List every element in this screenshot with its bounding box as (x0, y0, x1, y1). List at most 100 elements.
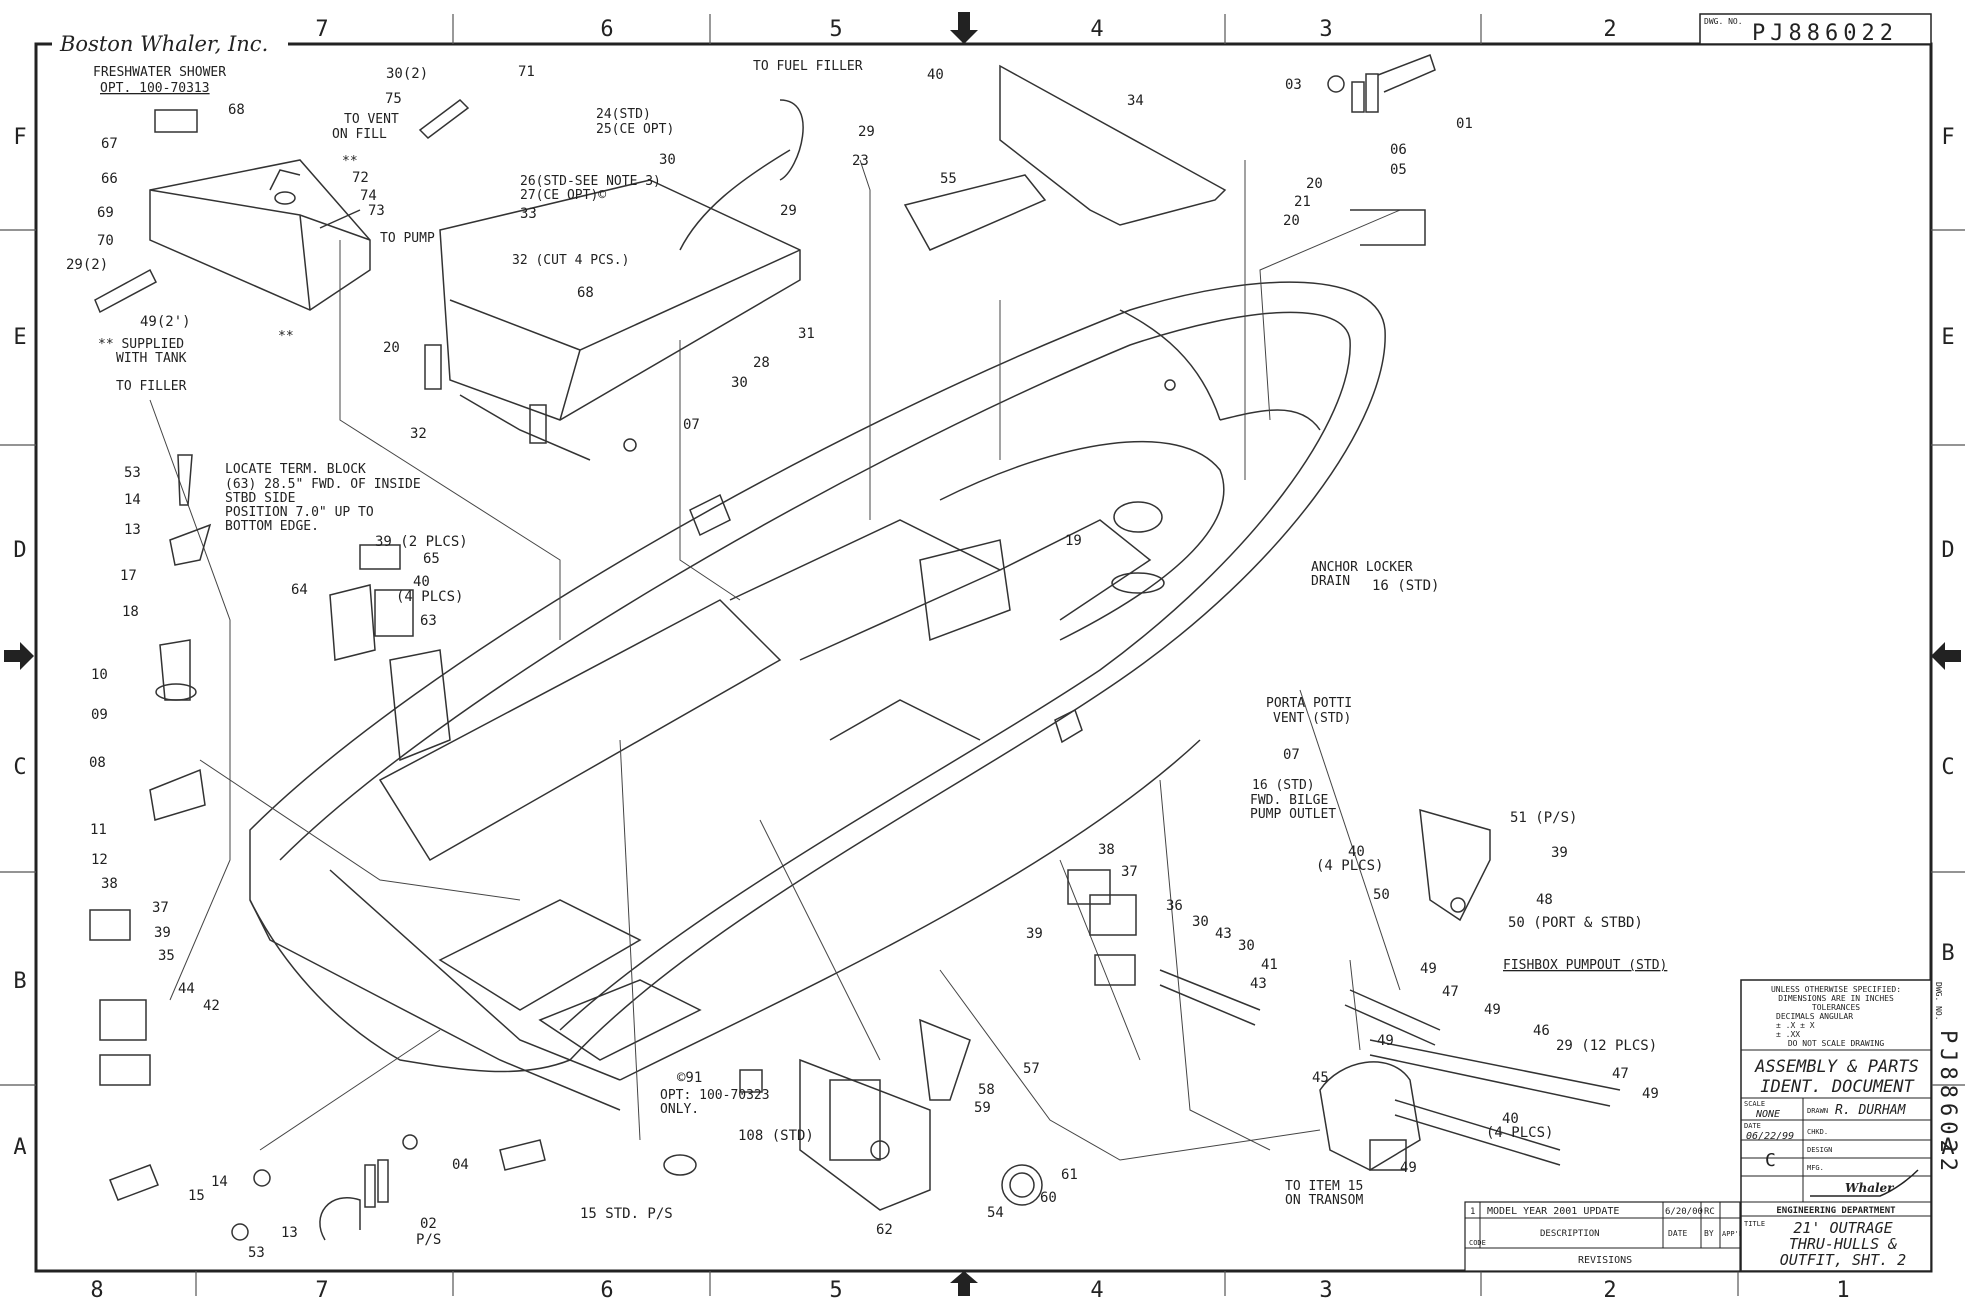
callout-label: 66 (101, 171, 118, 187)
callout-label: 10 (91, 667, 108, 683)
scale-label: SCALE (1744, 1100, 1765, 1108)
tolerance-note: ± .X ± X (1776, 1021, 1815, 1030)
callout-label: 14 (211, 1174, 228, 1190)
callout-label: 13 (281, 1225, 298, 1241)
callout-label: 11 (90, 822, 107, 838)
company-name: Boston Whaler, Inc. (59, 32, 268, 56)
callout-label: ©91 (677, 1070, 702, 1086)
tolerance-note: DECIMALS ANGULAR (1776, 1012, 1853, 1021)
callout-label: 07 (683, 417, 700, 433)
callout-label: 61 (1061, 1167, 1078, 1183)
callout-label: 09 (91, 707, 108, 723)
rev-header: DESCRIPTION (1540, 1229, 1600, 1239)
zone-label: 5 (829, 1278, 842, 1303)
rev-code: 1 (1470, 1207, 1475, 1217)
callout-label: 29 (12 PLCS) (1556, 1038, 1657, 1054)
zone-label: E (13, 325, 26, 350)
dwg-number-label: DWG. NO. (1704, 17, 1743, 26)
zone-label: 6 (600, 1278, 613, 1303)
callout-label: BOTTOM EDGE. (225, 519, 319, 534)
callout-label: ** SUPPLIED (98, 337, 184, 352)
callout-label: 70 (97, 233, 114, 249)
callout-label: 71 (518, 64, 535, 80)
zone-label: 1 (1836, 1278, 1849, 1303)
drawing-title: THRU-HULLS & (1789, 1235, 1897, 1253)
tolerance-note: ± .XX (1776, 1030, 1800, 1039)
drawing-title: 21' OUTRAGE (1793, 1219, 1892, 1237)
callout-label: 28 (753, 355, 770, 371)
zone-label: D (13, 538, 26, 563)
callout-label: 59 (974, 1100, 991, 1116)
callout-label: 16 (STD) (1252, 778, 1315, 793)
callout-label: 20 (1306, 176, 1323, 192)
callout-label: 19 (1065, 533, 1082, 549)
tolerance-note: UNLESS OTHERWISE SPECIFIED: (1771, 985, 1901, 994)
callout-label: P/S (416, 1232, 441, 1248)
callout-label: STBD SIDE (225, 491, 295, 506)
callout-label: 25(CE OPT) (596, 122, 674, 137)
callout-label: 17 (120, 568, 137, 584)
callout-label: 39 (1551, 845, 1568, 861)
callout-label: FWD. BILGE (1250, 793, 1328, 808)
callout-label: 41 (1261, 957, 1278, 973)
callout-label: 30 (1238, 938, 1255, 954)
callout-label: 49 (1484, 1002, 1501, 1018)
callout-label: 40 (413, 574, 430, 590)
zone-label: 7 (315, 1278, 328, 1303)
side-dwg-value: PJ886022 (1935, 1030, 1960, 1176)
callout-label: 49 (1400, 1160, 1417, 1176)
callout-label: 49 (1377, 1033, 1394, 1049)
callout-label: ** (342, 154, 358, 169)
callout-label: 29 (858, 124, 875, 140)
callout-label: ONLY. (660, 1102, 699, 1117)
title-label: TITLE (1744, 1220, 1765, 1228)
callout-label: 68 (228, 102, 245, 118)
callout-label: 13 (124, 522, 141, 538)
zone-ticks (0, 14, 1965, 1296)
callout-label: VENT (STD) (1273, 711, 1351, 726)
callout-label: 27(CE OPT)© (520, 188, 606, 203)
zone-label: 4 (1090, 1278, 1103, 1303)
date-label: DATE (1744, 1122, 1761, 1130)
callout-label: LOCATE TERM. BLOCK (225, 462, 366, 477)
callout-label: 53 (248, 1245, 265, 1261)
drawing-border (34, 42, 1933, 1273)
callout-label: 40 (927, 67, 944, 83)
rev-by: RC (1704, 1207, 1715, 1217)
dwg-number: PJ886022 (1752, 21, 1898, 46)
callout-label: 38 (1098, 842, 1115, 858)
callout-label: 51 (P/S) (1510, 810, 1577, 826)
callout-label: 30 (1192, 914, 1209, 930)
callout-label: 07 (1283, 747, 1300, 763)
callout-label: 73 (368, 203, 385, 219)
callout-label: 39 (2 PLCS) (375, 534, 468, 550)
callout-label: OPT: 100-70323 (660, 1088, 770, 1103)
callout-label: TO FUEL FILLER (753, 59, 863, 74)
zone-label: 6 (600, 17, 613, 42)
department: ENGINEERING DEPARTMENT (1776, 1206, 1896, 1216)
size-value: C (1765, 1150, 1776, 1171)
callout-label: 03 (1285, 77, 1302, 93)
rev-date: 6/20/00 (1665, 1207, 1703, 1217)
callout-label: 53 (124, 465, 141, 481)
callout-label: 44 (178, 981, 195, 997)
tolerance-note: TOLERANCES (1812, 1003, 1860, 1012)
callout-label: 23 (852, 153, 869, 169)
callout-label: (4 PLCS) (1486, 1125, 1553, 1141)
callout-label: 48 (1536, 892, 1553, 908)
callout-label: 06 (1390, 142, 1407, 158)
callout-label: 50 (1373, 887, 1390, 903)
callout-label: OPT. 100-70313 (100, 81, 210, 96)
callout-label: 04 (452, 1157, 469, 1173)
callout-label: (4 PLCS) (396, 589, 463, 605)
doc-title: ASSEMBLY & PARTS (1754, 1057, 1919, 1077)
drawn-by: R. DURHAM (1835, 1103, 1907, 1118)
callout-label: 30 (731, 375, 748, 391)
zone-label: C (13, 755, 26, 780)
callout-label: DRAIN (1311, 574, 1350, 589)
callout-label: 12 (91, 852, 108, 868)
side-dwg-label: DWG. NO. (1934, 982, 1943, 1021)
callout-label: (63) 28.5" FWD. OF INSIDE (225, 477, 421, 492)
logo-text: Whaler (1845, 1181, 1895, 1195)
rev-description: MODEL YEAR 2001 UPDATE (1487, 1206, 1619, 1217)
